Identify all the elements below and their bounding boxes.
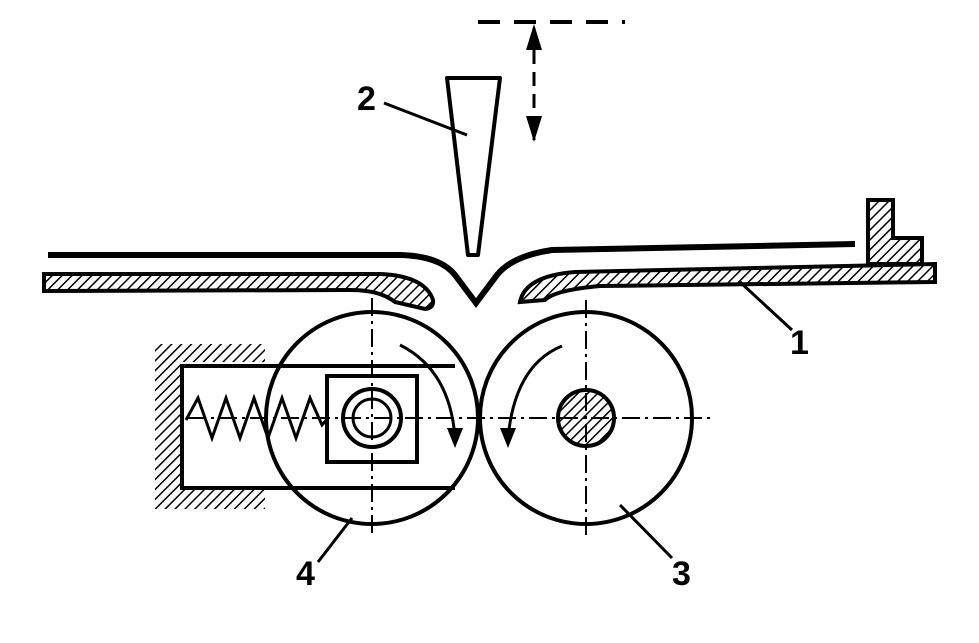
sheet-material [48, 241, 856, 308]
end-stop [866, 198, 924, 266]
rotation-arrow-cw-icon [399, 343, 457, 439]
part-label-4: 4 [296, 555, 315, 593]
spring-housing [155, 344, 455, 509]
part-label-3: 3 [672, 555, 691, 593]
up-arrowhead [526, 24, 542, 50]
part-label-2: 2 [357, 80, 376, 118]
support-plate [42, 198, 937, 312]
rotation-arrow-ccw-icon [506, 344, 563, 439]
support-plate-left [42, 272, 436, 312]
leader-line-1 [738, 280, 794, 332]
fixed-wall-hatch-top [155, 344, 265, 362]
down-arrowhead [526, 116, 542, 142]
fixed-wall-hatch-bottom [155, 489, 265, 509]
support-plate-right [517, 261, 937, 305]
leader-lines [316, 101, 794, 563]
blade [445, 76, 502, 257]
leader-line-4 [316, 517, 354, 563]
rotation-arrowhead-cw-icon [447, 428, 463, 448]
part-label-1: 1 [790, 324, 809, 362]
leader-line-2 [383, 101, 468, 137]
rotation-arrowhead-ccw-icon [500, 428, 516, 448]
centerlines [188, 298, 712, 538]
leader-line-3 [618, 503, 674, 560]
housing-frame [180, 364, 455, 490]
blade-motion-indicator [478, 20, 625, 142]
fixed-wall-hatch-left [155, 344, 181, 509]
